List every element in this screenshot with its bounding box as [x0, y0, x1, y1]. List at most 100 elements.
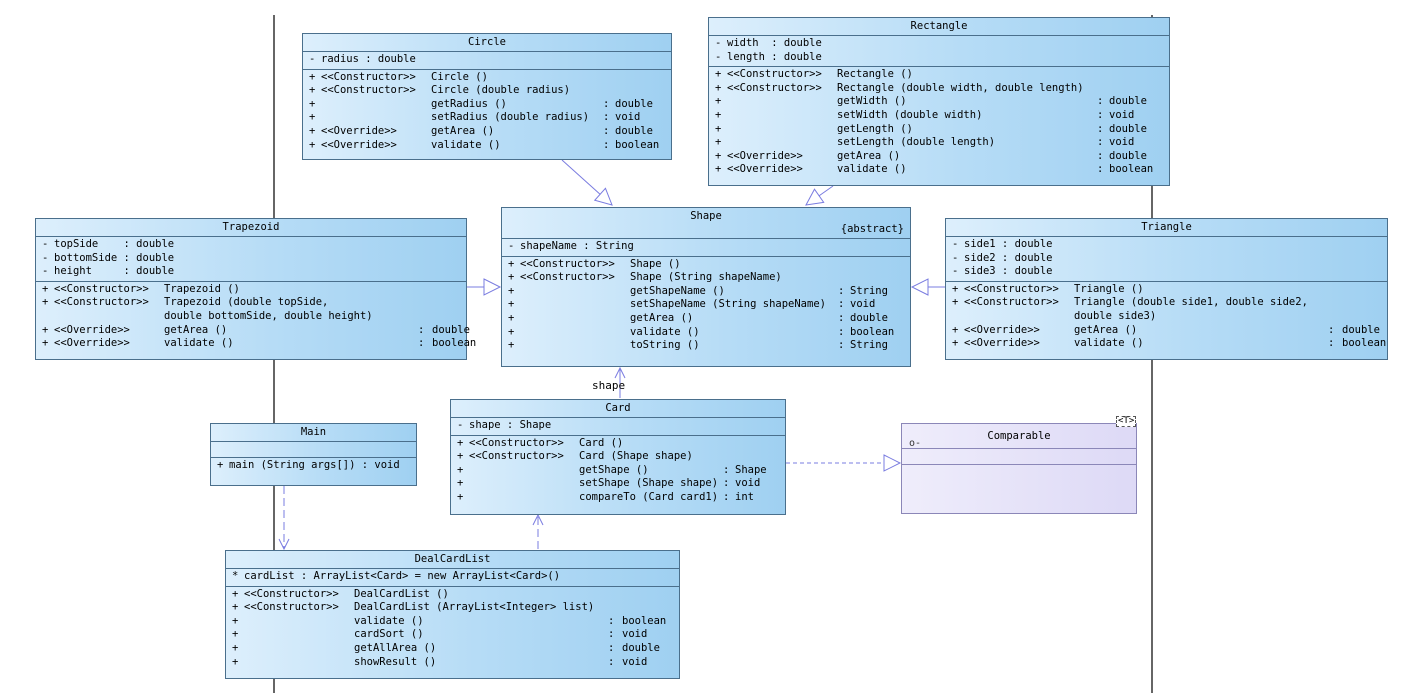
visibility-marker: - — [42, 265, 49, 278]
operation-row[interactable]: +setShape (Shape shape):void — [451, 477, 785, 491]
attribute-row[interactable]: -side2 : double — [946, 252, 1387, 266]
operation-row[interactable]: +getWidth ():double — [709, 95, 1169, 109]
attribute-row[interactable]: -side3 : double — [946, 265, 1387, 279]
operation-row[interactable]: +setRadius (double radius):void — [303, 111, 671, 125]
class-title: Shape{abstract} — [502, 208, 910, 239]
operation-row[interactable]: +<<Override>>getArea ():double — [709, 150, 1169, 164]
operation-row[interactable]: +setLength (double length):void — [709, 136, 1169, 150]
operation-row[interactable]: double bottomSide, double height) — [36, 310, 466, 324]
operation-row[interactable]: +getRadius ():double — [303, 98, 671, 112]
member-signature: validate () — [431, 138, 501, 151]
operation-row[interactable]: +setWidth (double width):void — [709, 109, 1169, 123]
operation-row[interactable]: +getShape ():Shape — [451, 464, 785, 478]
operation-row[interactable]: +getAllArea ():double — [226, 642, 679, 656]
visibility-marker: - — [952, 251, 959, 264]
class-card[interactable]: Card -shape : Shape +<<Constructor>>Card (… — [450, 399, 786, 515]
attribute-row[interactable]: *cardList : ArrayList<Card> = new ArrayL… — [226, 570, 679, 584]
attribute-row[interactable]: -topSide : double — [36, 238, 466, 252]
member-signature: Card (Shape shape) — [579, 450, 693, 463]
operation-row[interactable]: +<<Override>>getArea ():double — [946, 324, 1387, 338]
operation-row[interactable]: +getArea ():double — [502, 312, 910, 326]
operation-row[interactable]: +<<Constructor>>Trapezoid () — [36, 283, 466, 297]
visibility-marker: - — [952, 238, 959, 250]
operation-row[interactable]: +getLength ():double — [709, 123, 1169, 137]
interface-title: o- Comparable — [902, 424, 1136, 449]
attribute-row[interactable]: -side1 : double — [946, 238, 1387, 252]
type-separator: : — [838, 298, 845, 311]
visibility-marker: - — [42, 238, 49, 250]
type-separator: : — [723, 477, 730, 490]
operation-row[interactable]: +setShapeName (String shapeName):void — [502, 298, 910, 312]
visibility-marker: + — [309, 111, 316, 124]
return-type: double — [615, 97, 653, 110]
operation-row[interactable]: +showResult ():void — [226, 656, 679, 670]
operation-row[interactable]: +<<Constructor>>Rectangle (double width,… — [709, 82, 1169, 96]
operation-row[interactable]: +<<Constructor>>DealCardList () — [226, 588, 679, 602]
operation-row[interactable]: +<<Constructor>>Card (Shape shape) — [451, 450, 785, 464]
type-separator: : — [838, 284, 845, 297]
operation-row[interactable]: +<<Constructor>>Circle (double radius) — [303, 84, 671, 98]
return-type: boolean — [622, 614, 667, 627]
operation-row[interactable]: +<<Constructor>>Rectangle () — [709, 68, 1169, 82]
operation-row[interactable]: double side3) — [946, 310, 1387, 324]
class-triangle[interactable]: Triangle -side1 : double-side2 : double-s… — [945, 218, 1388, 360]
member-stereotype: shapeName : String — [520, 240, 634, 252]
visibility-marker: + — [309, 138, 316, 151]
operation-row[interactable]: +<<Constructor>>Shape (String shapeName) — [502, 271, 910, 285]
member-signature: Card () — [579, 436, 624, 449]
operation-row[interactable]: +<<Override>>validate ():boolean — [946, 337, 1387, 351]
class-dealcardlist[interactable]: DealCardList*cardList : ArrayList<Card> … — [225, 550, 680, 679]
return-type: boolean — [432, 337, 477, 350]
operation-row[interactable]: +main (String args[]) : void — [211, 459, 416, 473]
operation-row[interactable]: +<<Constructor>>Triangle () — [946, 283, 1387, 297]
attribute-row[interactable]: -width : double — [709, 37, 1169, 51]
member-stereotype: height : double — [54, 265, 175, 278]
operation-row[interactable]: +getShapeName ():String — [502, 285, 910, 299]
member-signature: toString () — [630, 339, 700, 352]
operation-row[interactable]: +<<Constructor>>Triangle (double side1, … — [946, 296, 1387, 310]
class-name: Circle — [468, 36, 506, 48]
attribute-row[interactable]: -shape : Shape — [451, 419, 785, 433]
attribute-row[interactable]: -length : double — [709, 51, 1169, 65]
class-trapezoid[interactable]: Trapezoid-topSide : double-bottomSide : … — [35, 218, 476, 360]
interface-comparable[interactable]: o- Comparable — [901, 423, 1137, 514]
operation-row[interactable]: +compareTo (Card card1):int — [451, 491, 785, 505]
operation-row[interactable]: +<<Override>>getArea ():double — [303, 125, 671, 139]
operation-row[interactable]: +<<Override>>getArea ():double — [36, 324, 470, 338]
operation-row[interactable]: +toString ():String — [502, 339, 910, 353]
visibility-marker: + — [508, 339, 515, 352]
operation-row[interactable]: +<<Constructor>>Card () — [451, 437, 785, 451]
visibility-marker: + — [457, 436, 464, 449]
attribute-row[interactable]: -shapeName : String — [502, 240, 910, 254]
operation-row[interactable]: +<<Constructor>>Shape () — [502, 258, 910, 272]
operation-row[interactable]: +validate ():boolean — [226, 615, 679, 629]
operation-row[interactable]: +<<Override>>validate ():boolean — [36, 337, 476, 351]
type-separator: : — [838, 325, 845, 338]
operation-row[interactable]: +<<Override>>validate ():boolean — [303, 139, 671, 153]
class-circle[interactable]: Circle -radius : double +<<Constructor>>Ci… — [302, 33, 672, 160]
operation-row[interactable]: +<<Override>>validate ():boolean — [709, 163, 1169, 177]
operation-row[interactable]: +cardSort ():void — [226, 628, 679, 642]
member-signature: getShapeName () — [630, 284, 725, 297]
class-main[interactable]: Main+main (String args[]) : void — [210, 423, 417, 486]
attributes-compartment: -shape : Shape — [451, 418, 785, 436]
class-rectangle[interactable]: Rectangle-width : double-length : double… — [708, 17, 1170, 186]
return-type: double — [1109, 149, 1147, 162]
attribute-row[interactable]: -radius : double — [303, 53, 671, 67]
class-name: Triangle — [1141, 221, 1192, 233]
operation-row[interactable]: +<<Constructor>>DealCardList (ArrayList<… — [226, 601, 679, 615]
type-separator: : — [608, 614, 615, 627]
class-name: Card — [605, 402, 631, 414]
visibility-marker: + — [457, 477, 464, 490]
attribute-row[interactable]: -height : double — [36, 265, 466, 279]
visibility-marker: + — [42, 282, 49, 295]
operation-row[interactable]: +<<Constructor>>Trapezoid (double topSid… — [36, 296, 466, 310]
type-separator: : — [1097, 163, 1104, 176]
class-shape[interactable]: Shape{abstract}-shapeName : String +<<Con… — [501, 207, 911, 367]
operation-row[interactable]: +<<Constructor>>Circle () — [303, 71, 671, 85]
operation-row[interactable]: +validate ():boolean — [502, 326, 910, 340]
visibility-marker: + — [232, 641, 239, 654]
attribute-row[interactable]: -bottomSide : double — [36, 252, 466, 266]
class-title: Circle — [303, 34, 671, 52]
visibility-marker: + — [508, 257, 515, 270]
